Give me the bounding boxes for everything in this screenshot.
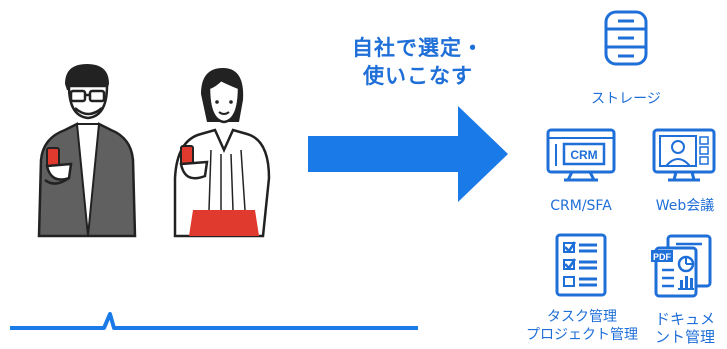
doc-label-line2: ント管理 — [654, 328, 715, 346]
man-figure — [37, 64, 137, 238]
crm-icon-text: CRM — [570, 148, 597, 162]
crm-monitor-icon: CRM — [546, 128, 616, 182]
task-label-line1: タスク管理 — [547, 309, 617, 325]
headline-line1: 自社で選定・ — [352, 36, 484, 60]
database-icon — [604, 10, 648, 66]
timeline-line — [10, 312, 418, 330]
doc-label-line1: ドキュメ — [654, 310, 715, 328]
task-list-icon — [555, 233, 607, 297]
pdf-document-icon: PDF — [651, 234, 712, 298]
headline: 自社で選定・ 使いこなす — [318, 34, 518, 90]
arrow-right-icon — [308, 106, 508, 202]
woman-figure — [173, 68, 271, 238]
people-illustration — [37, 64, 271, 238]
crm-sfa-label: CRM/SFA — [550, 198, 612, 214]
task-label-line2: プロジェクト管理 — [526, 327, 638, 343]
web-meeting-label: Web会議 — [655, 198, 715, 214]
headline-line2: 使いこなす — [363, 64, 473, 88]
pdf-icon-text: PDF — [653, 252, 672, 262]
storage-label: ストレージ — [591, 91, 661, 107]
web-meeting-icon — [652, 128, 716, 182]
